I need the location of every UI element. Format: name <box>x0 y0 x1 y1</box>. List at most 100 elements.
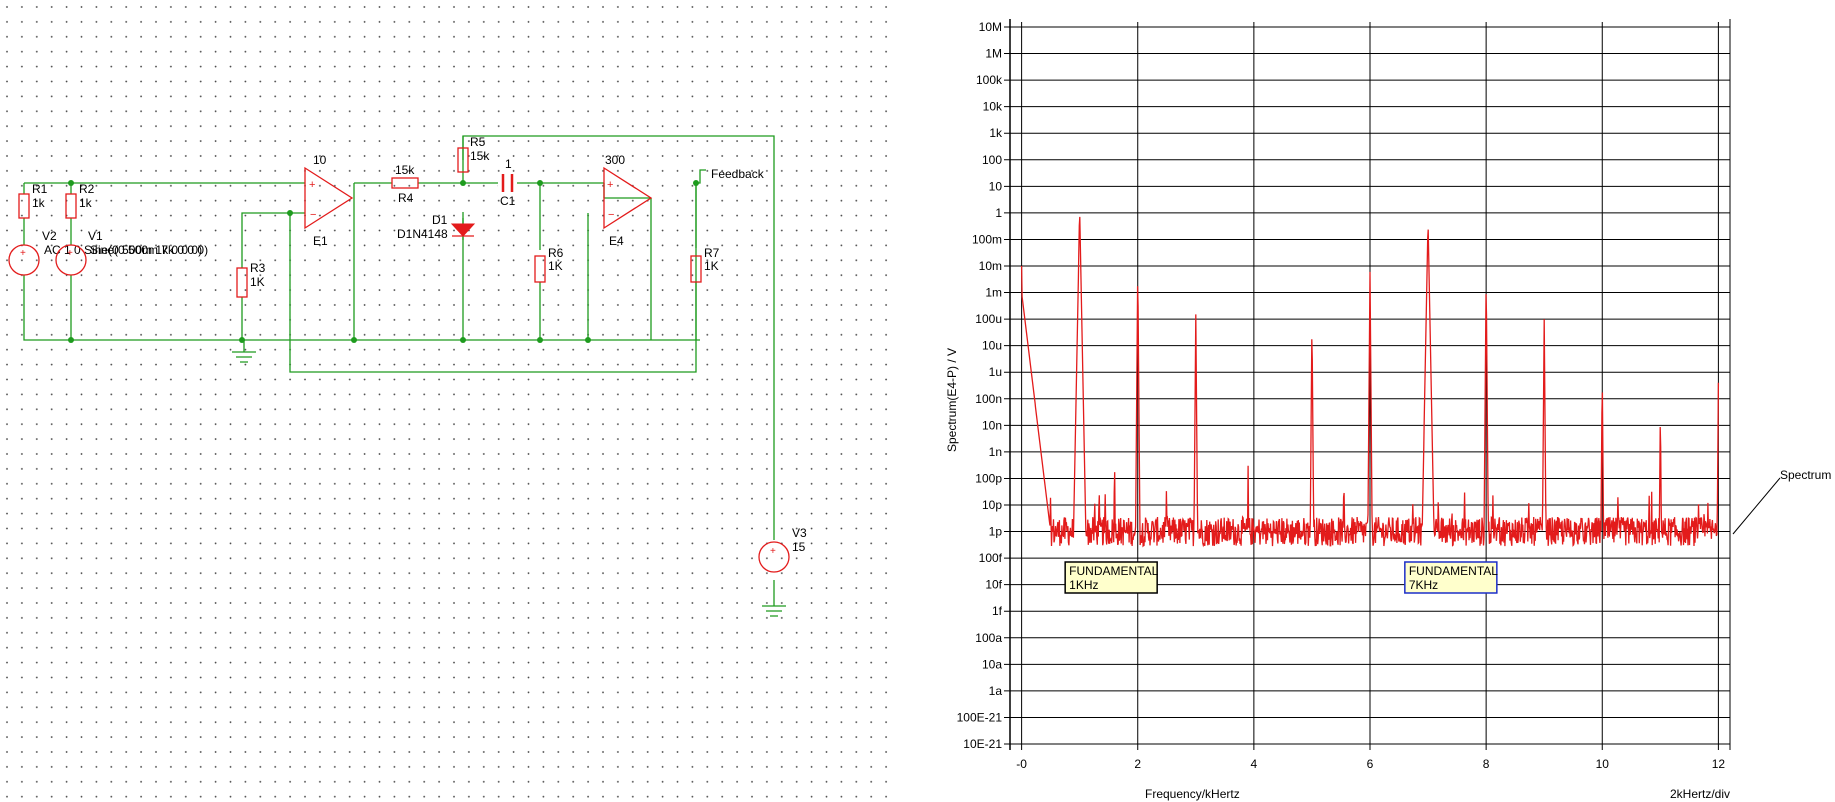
r4-value: 15k <box>395 163 415 177</box>
r5-name: R5 <box>470 135 486 149</box>
c1-name: C1 <box>500 194 516 208</box>
series-spectrum <box>1020 216 1720 548</box>
r6-name: R6 <box>548 246 564 260</box>
y-tick-label: 10u <box>982 339 1002 353</box>
y-axis-label: Spectrum(E4-P) / V <box>945 348 959 452</box>
y-tick-label: 100a <box>975 631 1002 645</box>
circuit-schematic[interactable]: R1 1k R2 1k + V2 AC 1 0 Sine(0 500m 1k 0… <box>0 0 895 802</box>
opamp-e4[interactable]: + − 300 E4 <box>603 153 653 248</box>
x-axis-label: Frequency/kHertz <box>1145 787 1240 801</box>
y-tick-label: 10p <box>982 498 1002 512</box>
y-tick-label: 100m <box>972 232 1002 246</box>
x-tick-label: 4 <box>1251 757 1258 771</box>
v1-name: V1 <box>88 229 103 243</box>
plus-sign-icon: + <box>20 248 26 259</box>
x-tick-label: 10 <box>1596 757 1610 771</box>
r1-name: R1 <box>32 182 48 196</box>
schematic-dot-grid <box>0 0 895 802</box>
r3-name: R3 <box>250 261 266 275</box>
y-tick-label: 10m <box>979 259 1002 273</box>
e4-gain: 300 <box>605 153 625 167</box>
v3-value: 15 <box>792 540 806 554</box>
ground-symbol <box>232 351 256 363</box>
y-tick-label: 1u <box>989 365 1002 379</box>
v1-value: Sine(0 500m 7k 0 0 0) <box>90 243 208 257</box>
e1-name: E1 <box>313 234 328 248</box>
r1-value: 1k <box>32 196 46 210</box>
d1-value: D1N4148 <box>397 227 448 241</box>
resistor-r2[interactable]: R2 1k <box>65 182 95 219</box>
plus-sign-icon: + <box>309 179 315 191</box>
e1-gain: 10 <box>313 153 327 167</box>
y-tick-labels: 10M1M100k10k1k100101100m10m1m100u10u1u10… <box>957 20 1003 751</box>
capacitor-c1[interactable]: 1 C1 <box>498 157 517 208</box>
y-tick-label: 10a <box>982 657 1002 671</box>
minus-sign-icon: − <box>310 209 316 221</box>
v2-value: AC 1 0 Sine(0 500m 1k 0 0 0) <box>44 243 202 257</box>
voltage-source-v3[interactable]: + V3 15 <box>758 526 807 573</box>
r3-value: 1K <box>250 275 265 289</box>
y-tick-label: 10k <box>983 100 1003 114</box>
resistor-r6[interactable]: R6 1K <box>534 246 564 283</box>
y-tick-label: 10M <box>979 20 1002 34</box>
y-tick-label: 100k <box>976 73 1003 87</box>
annotation-title: FUNDAMENTAL <box>1409 564 1498 578</box>
diode-d1[interactable]: D1 D1N4148 <box>397 213 476 241</box>
x-tick-label: 2 <box>1134 757 1141 771</box>
spectrum-line <box>1020 216 1720 548</box>
y-tick-label: 1k <box>989 126 1003 140</box>
ground-symbol-v3 <box>762 605 786 617</box>
feedback-probe-label: Feedback <box>711 167 765 181</box>
y-tick-label: 1m <box>985 286 1002 300</box>
r5-value: 15k <box>470 149 490 163</box>
junctions <box>68 180 699 343</box>
y-tick-label: 1f <box>992 604 1003 618</box>
y-tick-label: 10E-21 <box>963 737 1002 751</box>
resistor-r5[interactable]: R5 15k <box>457 135 490 173</box>
resistor-r4[interactable]: 15k R4 <box>391 163 419 205</box>
plot-grid <box>1004 19 1731 750</box>
y-tick-label: 100n <box>975 392 1002 406</box>
minus-sign-icon: − <box>608 209 614 221</box>
x-scale-note: 2kHertz/div <box>1670 787 1730 801</box>
voltage-source-v2[interactable]: + V2 AC 1 0 Sine(0 500m 1k 0 0 0) <box>8 229 202 276</box>
y-tick-label: 10 <box>989 179 1003 193</box>
resistor-r3[interactable]: R3 1K <box>236 261 266 298</box>
y-tick-label: 1a <box>989 684 1003 698</box>
r4-name: R4 <box>398 191 414 205</box>
y-tick-label: 100u <box>975 312 1002 326</box>
plus-sign-icon: + <box>770 546 776 557</box>
resistor-r7[interactable]: R7 1K <box>690 246 720 283</box>
resistor-r1[interactable]: R1 1k <box>18 182 48 219</box>
annotation-frequency: 1KHz <box>1069 578 1098 592</box>
r7-value: 1K <box>704 259 719 273</box>
d1-name: D1 <box>432 213 448 227</box>
plus-sign-icon: + <box>67 248 73 259</box>
annotation-frequency: 7KHz <box>1409 578 1438 592</box>
plus-sign-icon: + <box>607 179 613 191</box>
voltage-source-v1[interactable]: + V1 Sine(0 500m 7k 0 0 0) <box>55 229 208 276</box>
series-legend-callout: Spectrum <box>1732 468 1831 535</box>
y-tick-label: 1 <box>995 206 1002 220</box>
x-tick-label: 6 <box>1367 757 1374 771</box>
v3-name: V3 <box>792 526 807 540</box>
r6-value: 1K <box>548 259 563 273</box>
wires <box>23 135 775 606</box>
r2-value: 1k <box>79 196 93 210</box>
c1-value: 1 <box>505 157 512 171</box>
y-tick-label: 100E-21 <box>957 710 1003 724</box>
v2-name: V2 <box>42 229 57 243</box>
y-tick-label: 100 <box>982 153 1002 167</box>
y-tick-label: 10f <box>985 578 1002 592</box>
y-tick-label: 100p <box>975 471 1002 485</box>
y-tick-label: 1n <box>989 445 1002 459</box>
opamp-e1[interactable]: + − 10 E1 <box>304 153 354 248</box>
x-tick-label: 12 <box>1712 757 1726 771</box>
annotation-title: FUNDAMENTAL <box>1069 564 1158 578</box>
y-tick-label: 10n <box>982 418 1002 432</box>
